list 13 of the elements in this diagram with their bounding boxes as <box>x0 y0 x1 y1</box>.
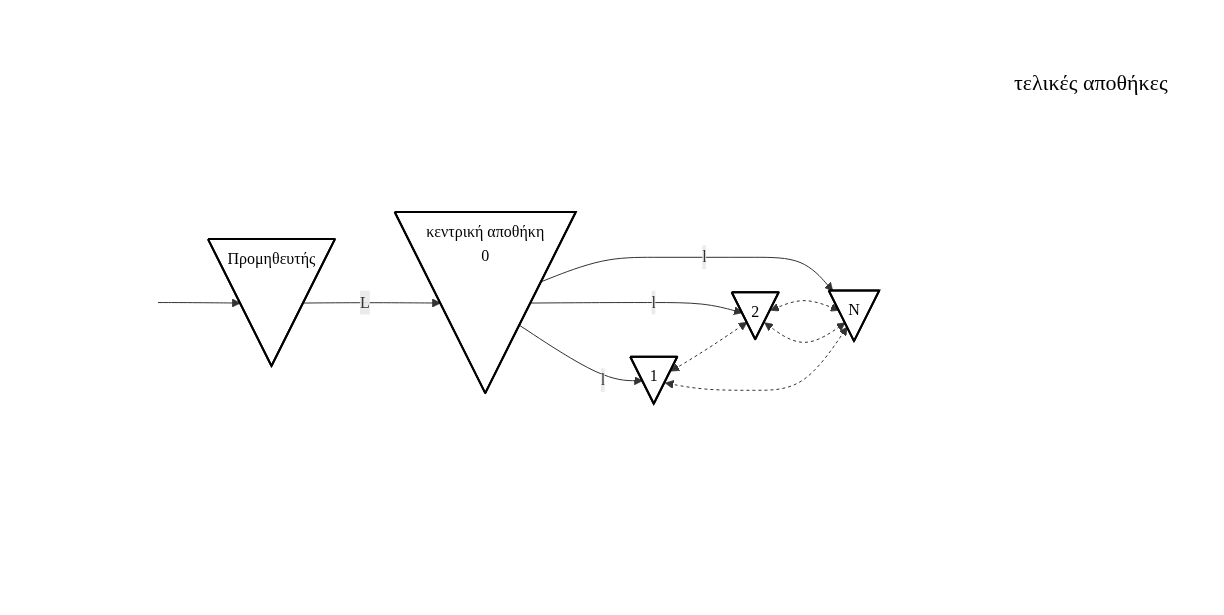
arrow <box>665 326 848 391</box>
arrow <box>157 298 241 307</box>
edge-label: l <box>601 370 606 388</box>
arrow <box>770 299 840 312</box>
arrow <box>764 322 846 343</box>
edge-label: L <box>360 293 371 311</box>
arrow <box>671 321 748 372</box>
edge-label: l <box>651 293 657 311</box>
arrow <box>541 256 834 291</box>
note-label: τελικές αποθήκες <box>1014 70 1169 96</box>
arrow <box>519 324 644 385</box>
arrow <box>303 298 442 307</box>
edge-label: l <box>702 247 708 265</box>
